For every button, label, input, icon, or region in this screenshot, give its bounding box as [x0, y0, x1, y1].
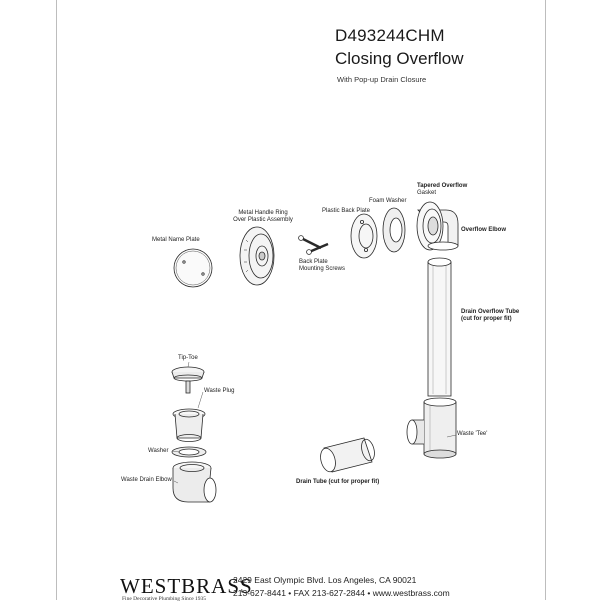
label-back-plate-screws-line1: Back Plate	[299, 259, 328, 265]
diagram-sheet	[56, 0, 546, 600]
product-title: Closing Overflow	[335, 49, 464, 68]
metal-handle-ring-part	[239, 226, 275, 286]
label-drain-overflow-tube-line2: (cut for proper fit)	[461, 316, 512, 322]
overflow-elbow-part	[416, 201, 459, 251]
label-plastic-back-plate: Plastic Back Plate	[322, 208, 371, 214]
label-tapered-overflow-gasket: Tapered Overflow Gasket	[417, 183, 467, 197]
label-metal-name-plate: Metal Name Plate	[152, 237, 200, 243]
label-waste-drain-elbow: Waste Drain Elbow	[121, 477, 172, 483]
label-tapered-overflow-line1: Tapered Overflow	[417, 183, 468, 189]
model-number: D493244CHM	[335, 26, 445, 45]
label-foam-washer: Foam Washer	[369, 198, 407, 204]
label-metal-handle-ring: Metal Handle Ring Over Plastic Assembly	[228, 210, 298, 224]
label-washer: Washer	[148, 448, 169, 454]
label-drain-overflow-tube-line1: Drain Overflow Tube	[461, 309, 520, 315]
drain-tube-part	[320, 437, 375, 473]
label-back-plate-screws-line2: Mounting Screws	[299, 266, 346, 272]
label-tip-toe: Tip-Toe	[178, 355, 198, 361]
label-drain-tube: Drain Tube (cut for proper fit)	[296, 479, 380, 485]
washer-part	[171, 446, 207, 458]
waste-tee-part	[406, 397, 457, 459]
label-tapered-overflow-line2: Gasket	[417, 190, 437, 196]
label-waste-tee: Waste 'Tee'	[457, 431, 488, 437]
waste-drain-elbow-part	[172, 461, 217, 503]
label-metal-handle-ring-line2: Over Plastic Assembly	[233, 217, 293, 223]
label-drain-overflow-tube: Drain Overflow Tube (cut for proper fit)	[461, 309, 519, 323]
brand-tagline: Fine Decorative Plumbing Since 1935	[122, 596, 207, 602]
westbrass-logo: WESTBRASS	[120, 574, 253, 598]
label-overflow-elbow: Overflow Elbow	[461, 227, 507, 233]
plastic-back-plate-part	[350, 213, 378, 259]
product-subtitle: With Pop-up Drain Closure	[337, 75, 427, 84]
tip-toe-part	[171, 366, 205, 394]
label-waste-plug: Waste Plug	[204, 388, 235, 394]
foam-washer-part	[382, 207, 406, 253]
waste-plug-part	[172, 408, 206, 442]
company-contact: 213-627-8441 • FAX 213-627-2844 • www.we…	[233, 588, 450, 598]
leader-lines	[171, 361, 457, 484]
back-plate-screws-part	[298, 235, 329, 255]
metal-name-plate-part	[173, 248, 213, 288]
company-address: 2429 East Olympic Blvd. Los Angeles, CA …	[233, 575, 417, 585]
label-back-plate-screws: Back Plate Mounting Screws	[299, 259, 345, 273]
drain-overflow-tube-part	[427, 257, 452, 397]
label-metal-handle-ring-line1: Metal Handle Ring	[238, 210, 288, 216]
